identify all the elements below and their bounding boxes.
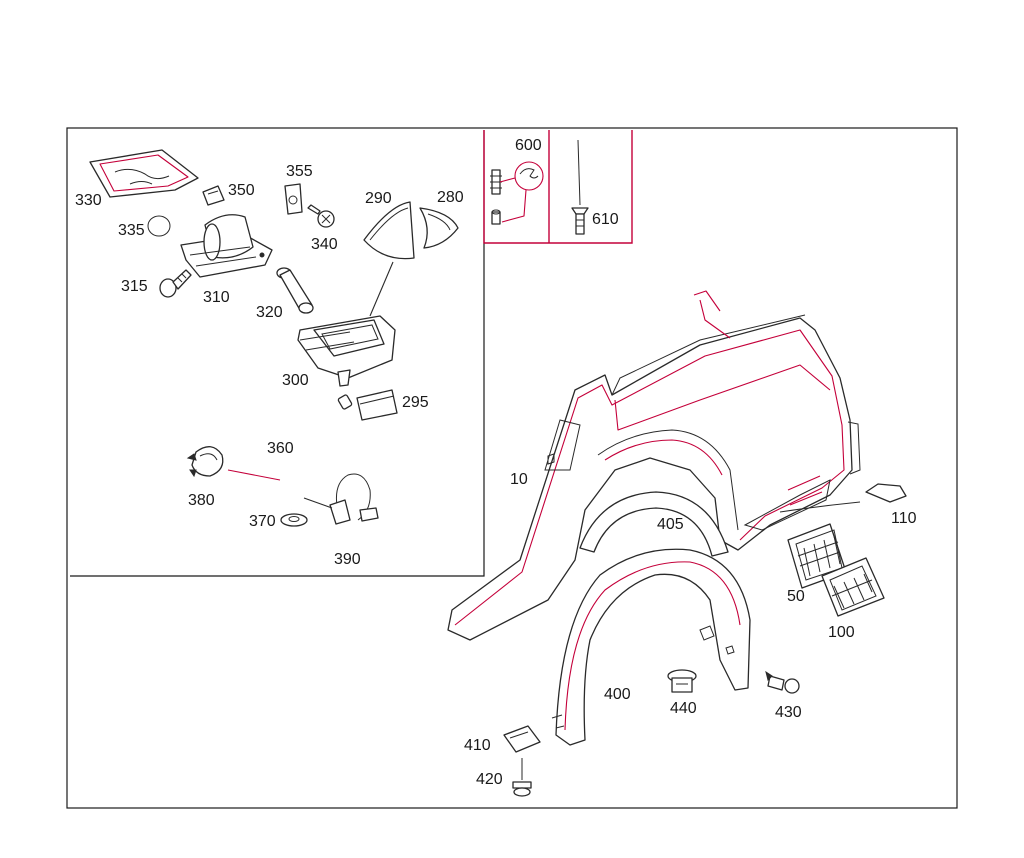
part-340-screw[interactable] (307, 204, 335, 228)
part-100-vent-flap[interactable] (821, 557, 885, 617)
part-290-fuel-door[interactable] (363, 201, 415, 260)
callout-340: 340 (311, 236, 338, 253)
part-430-expansion-rivet[interactable] (765, 670, 800, 694)
callout-280: 280 (437, 189, 464, 206)
callout-405: 405 (657, 516, 684, 533)
callout-100: 100 (828, 624, 855, 641)
part-610-expansion-rivet[interactable] (571, 139, 589, 235)
callout-290: 290 (365, 190, 392, 207)
part-330-fuel-door-frame[interactable] (89, 149, 199, 198)
part-370-grommet[interactable] (280, 513, 308, 527)
callout-440: 440 (670, 700, 697, 717)
part-390-hose-holder[interactable] (329, 473, 379, 525)
callout-50: 50 (787, 588, 805, 605)
callout-600: 600 (515, 137, 542, 154)
callout-320: 320 (256, 304, 283, 321)
callout-400: 400 (604, 686, 631, 703)
part-420-screw[interactable] (512, 758, 532, 797)
part-355-clip-nut[interactable] (284, 183, 303, 215)
part-350-clip[interactable] (202, 185, 225, 206)
callout-410: 410 (464, 737, 491, 754)
leader-110 (779, 501, 861, 513)
part-405-wheel-arch-liner-strip[interactable] (579, 491, 729, 557)
part-360-drain-hose[interactable] (290, 394, 353, 511)
part-300-filler-housing[interactable] (297, 315, 396, 387)
fastener-inset-frame (483, 130, 633, 244)
callout-430: 430 (775, 704, 802, 721)
callout-350: 350 (228, 182, 255, 199)
callout-110: 110 (891, 510, 917, 527)
part-10-rear-side-wall[interactable] (447, 290, 861, 641)
fuel-door-inset-frame (70, 130, 485, 577)
callout-300: 300 (282, 372, 309, 389)
callout-330: 330 (75, 192, 102, 209)
part-400-wheel-housing-liner[interactable] (551, 548, 751, 746)
diagram-frame (66, 127, 958, 809)
callout-335: 335 (118, 222, 145, 239)
part-280-door-cover[interactable] (419, 207, 459, 249)
part-295-sleeve[interactable] (356, 389, 398, 421)
callout-10: 10 (510, 471, 528, 488)
callout-610: 610 (592, 211, 619, 228)
part-320-actuator[interactable] (276, 267, 314, 314)
part-380-hose-clamp[interactable] (186, 446, 224, 478)
callout-315: 315 (121, 278, 148, 295)
callout-310: 310 (203, 289, 230, 306)
callout-390: 390 (334, 551, 361, 568)
part-440-expansion-nut[interactable] (667, 669, 697, 693)
part-310-latch-housing[interactable] (180, 214, 273, 278)
leader-360 (227, 469, 281, 481)
callout-355: 355 (286, 163, 313, 180)
callout-370: 370 (249, 513, 276, 530)
part-410-retaining-clip[interactable] (503, 725, 541, 753)
callout-420: 420 (476, 771, 503, 788)
part-315-bolt[interactable] (159, 269, 192, 298)
part-600-stud-and-clip[interactable] (490, 161, 544, 225)
leader-390 (303, 497, 333, 509)
callout-360: 360 (267, 440, 294, 457)
callout-380: 380 (188, 492, 215, 509)
part-110-pad[interactable] (865, 483, 907, 503)
part-335-seal-ring[interactable] (147, 215, 171, 237)
callout-295: 295 (402, 394, 429, 411)
leader-290-to-300 (369, 261, 394, 317)
